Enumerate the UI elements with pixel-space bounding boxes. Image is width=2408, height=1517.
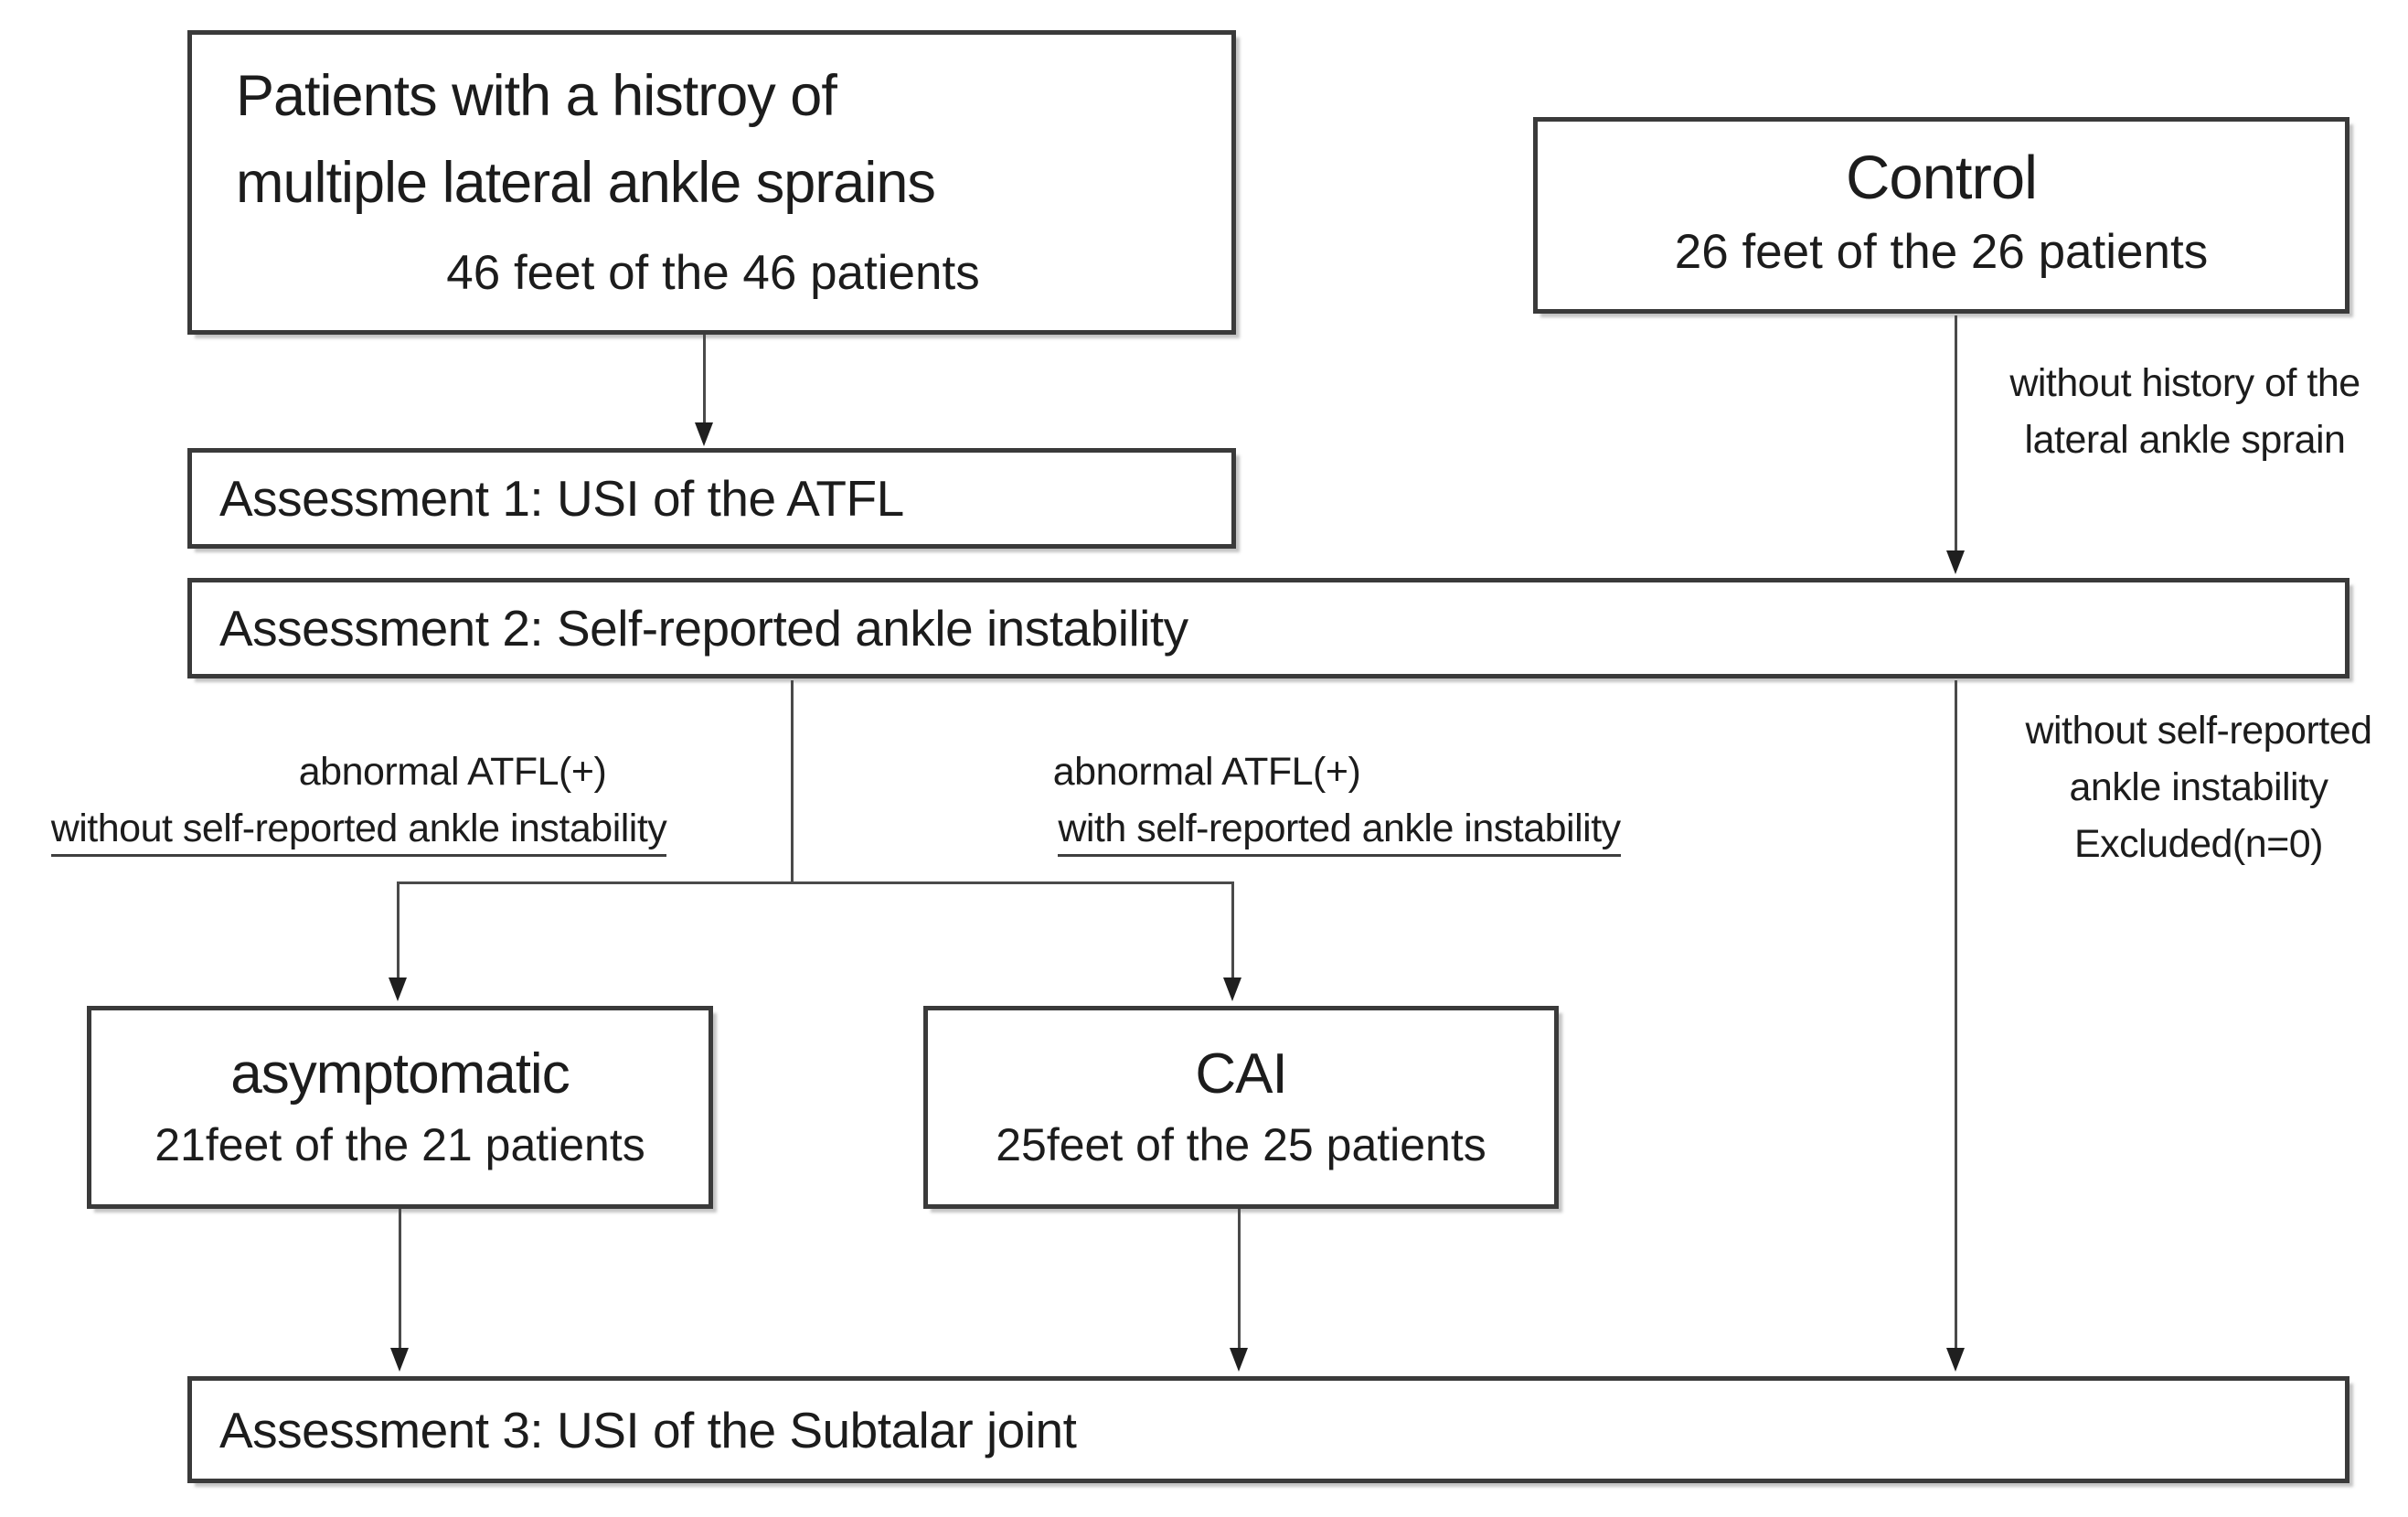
patients-group-box: Patients with a histroy of multiple late…	[187, 30, 1236, 335]
left-branch-label-line2: without self-reported ankle instability	[9, 807, 709, 857]
right-exclusion-line3: Excluded(n=0)	[2074, 822, 2323, 866]
arrowhead-branch-to-asymptomatic	[389, 978, 407, 1001]
arrowhead-asymptomatic-to-assessment3	[390, 1348, 409, 1372]
arrowhead-cai-to-assessment3	[1230, 1348, 1248, 1372]
arrowhead-branch-to-cai	[1223, 978, 1241, 1001]
arrowhead-control-to-assessment3	[1946, 1348, 1965, 1372]
left-branch-label-line1: abnormal ATFL(+)	[298, 750, 607, 794]
control-exclusion-line2: lateral ankle sprain	[2024, 418, 2346, 462]
middle-branch-label-line2: with self-reported ankle instability	[1019, 807, 1659, 857]
assessment1-box: Assessment 1: USI of the ATFL	[187, 448, 1236, 549]
patients-box-title-line2: multiple lateral ankle sprains	[236, 151, 936, 215]
right-exclusion-line2: ankle instability	[2069, 765, 2328, 809]
assessment1-label: Assessment 1: USI of the ATFL	[219, 470, 904, 527]
connector-branch-to-cai	[1231, 882, 1234, 979]
asymptomatic-box: asymptomatic 21feet of the 21 patients	[87, 1006, 713, 1209]
patients-box-title-line1: Patients with a histroy of	[236, 64, 837, 128]
right-exclusion-line1: without self-reported	[2025, 709, 2372, 753]
control-box-count: 26 feet of the 26 patients	[1674, 225, 2209, 279]
right-exclusion-note: without self-reported ankle instability …	[1993, 702, 2404, 872]
connector-control-to-assessment3	[1955, 680, 1957, 1348]
middle-branch-label-line1: abnormal ATFL(+)	[1052, 750, 1361, 794]
control-group-box: Control 26 feet of the 26 patients	[1533, 117, 2349, 314]
arrowhead-control-to-assessment2	[1946, 550, 1965, 574]
cai-count: 25feet of the 25 patients	[996, 1119, 1486, 1170]
arrowhead-patients-to-assessment1	[695, 422, 713, 446]
assessment2-box: Assessment 2: Self-reported ankle instab…	[187, 578, 2349, 678]
connector-patients-to-assessment1	[703, 335, 706, 424]
cai-title: CAI	[1195, 1042, 1287, 1106]
left-branch-underlined-text: without self-reported ankle instability	[50, 807, 667, 857]
connector-branch-to-asymptomatic	[397, 882, 400, 979]
asymptomatic-title: asymptomatic	[230, 1042, 570, 1106]
connector-cai-to-assessment3	[1238, 1209, 1241, 1348]
control-exclusion-line1: without history of the	[2009, 361, 2360, 405]
control-exclusion-note: without history of the lateral ankle spr…	[1970, 355, 2400, 468]
asymptomatic-count: 21feet of the 21 patients	[154, 1119, 645, 1170]
middle-branch-underlined-text: with self-reported ankle instability	[1058, 807, 1621, 857]
connector-assessment2-stem	[791, 680, 794, 884]
assessment2-label: Assessment 2: Self-reported ankle instab…	[219, 600, 1188, 657]
patients-box-count: 46 feet of the 46 patients	[446, 246, 980, 300]
connector-control-to-assessment2	[1955, 315, 1957, 551]
cai-box: CAI 25feet of the 25 patients	[923, 1006, 1559, 1209]
assessment3-box: Assessment 3: USI of the Subtalar joint	[187, 1376, 2349, 1483]
connector-branch-horizontal	[397, 881, 1234, 884]
assessment3-label: Assessment 3: USI of the Subtalar joint	[219, 1401, 1077, 1458]
connector-asymptomatic-to-assessment3	[399, 1209, 401, 1348]
control-box-title: Control	[1846, 144, 2038, 212]
